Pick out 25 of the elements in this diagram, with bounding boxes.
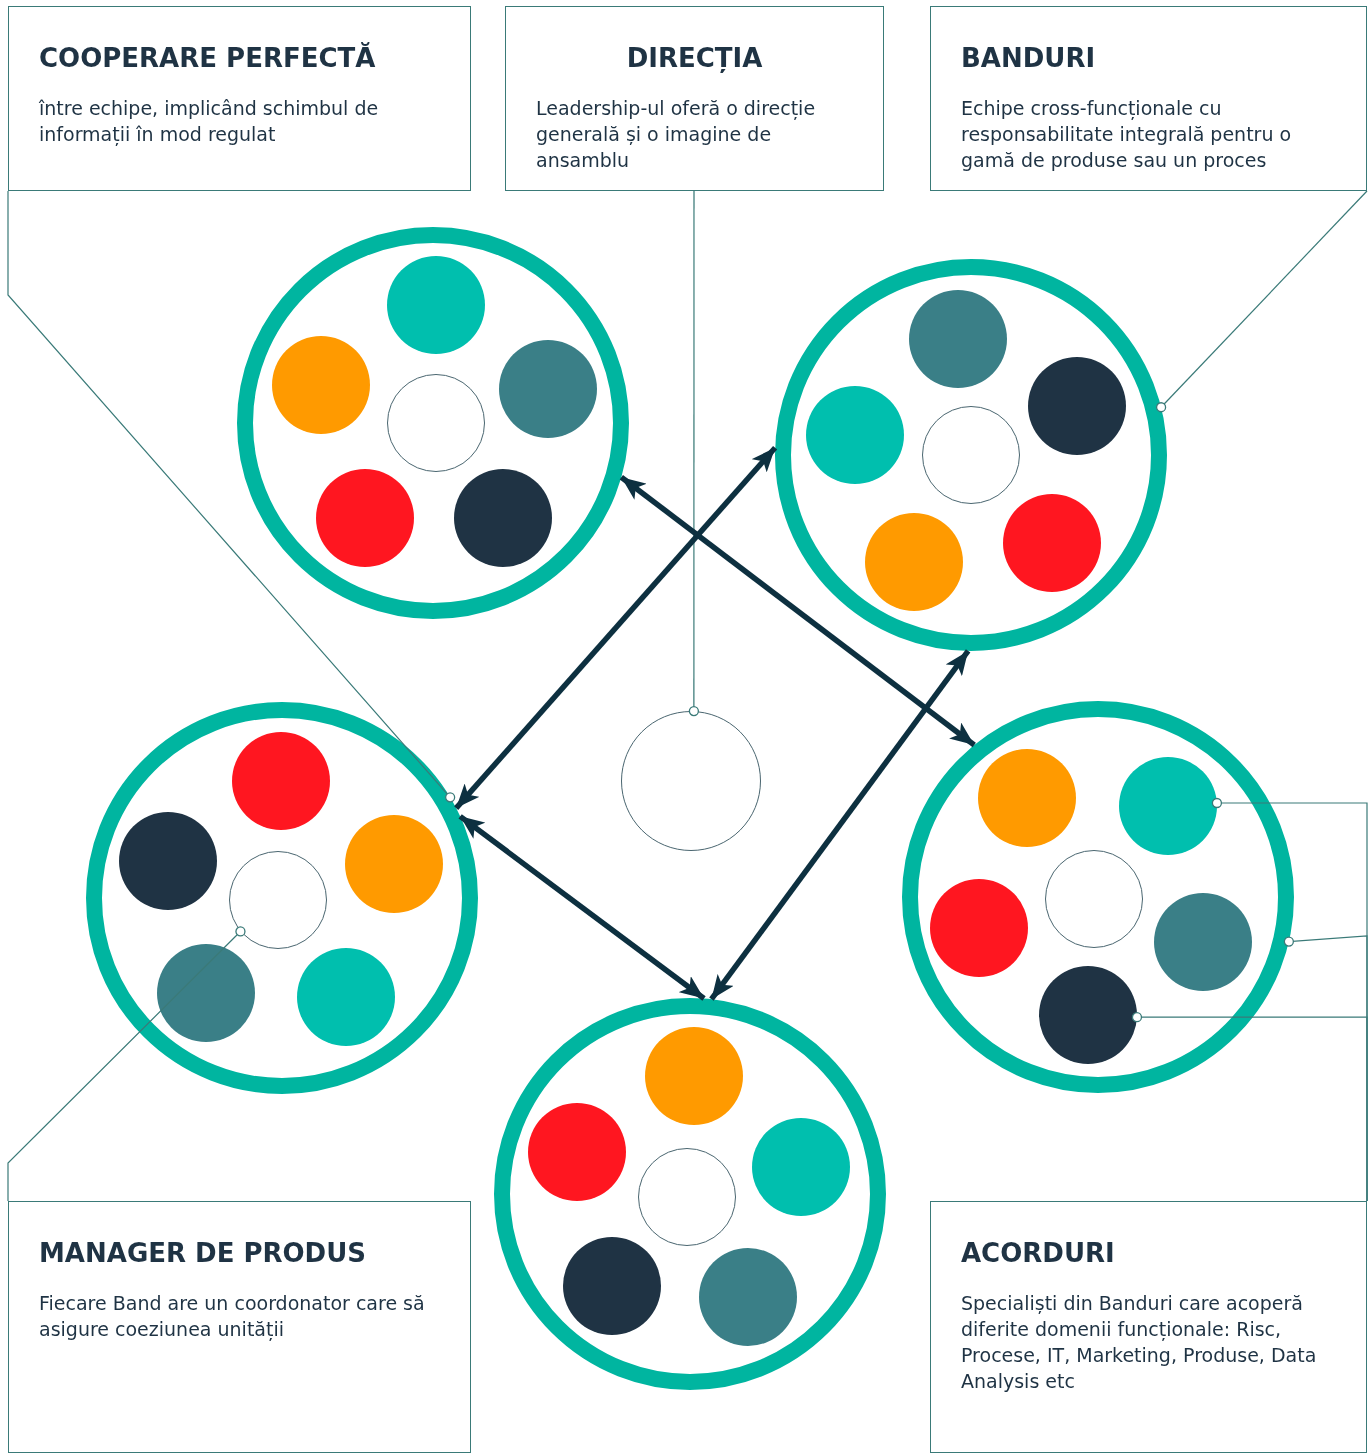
- callout-box: [8, 1201, 471, 1453]
- callout-heading: BANDURI: [961, 42, 1096, 75]
- callout-heading: ACORDURI: [961, 1237, 1115, 1270]
- callout-text: Fiecare Band are un coordonator care să asigure coeziunea unității: [39, 1291, 426, 1342]
- callout-heading: MANAGER DE PRODUS: [39, 1237, 367, 1270]
- callout-box: [930, 6, 1367, 191]
- double-arrow: [458, 814, 706, 1001]
- callout-text: Specialiști din Banduri care acoperă diferite domenii funcționale: Risc, Procese, IT, Marketing, Produse, Data Analysis etc: [961, 1291, 1318, 1394]
- callout-text: Leadership-ul oferă o direcție generală și o imagine de ansamblu: [536, 96, 817, 173]
- callout-text: Echipe cross-funcționale cu responsabilitate integrală pentru o gamă de produse sau un proces: [961, 96, 1293, 173]
- leader-line: [688, 190, 699, 717]
- callout-heading: COOPERARE PERFECTĂ: [39, 41, 376, 75]
- member-dot: [157, 944, 255, 1042]
- leader-line: [7, 926, 246, 1202]
- callout-text: între echipe, implicând schimbul de informații în mod regulat: [39, 96, 380, 147]
- callout-box: [930, 1201, 1367, 1453]
- callout-box: [505, 6, 884, 191]
- callout-heading: DIRECȚIA: [626, 42, 763, 75]
- double-arrow: [454, 445, 778, 810]
- double-arrow: [709, 649, 971, 1001]
- callout-box: [8, 6, 471, 191]
- leader-line: [7, 190, 456, 803]
- leader-line: [1131, 1012, 1368, 1202]
- double-arrow: [619, 475, 976, 748]
- leader-line: [1155, 190, 1368, 413]
